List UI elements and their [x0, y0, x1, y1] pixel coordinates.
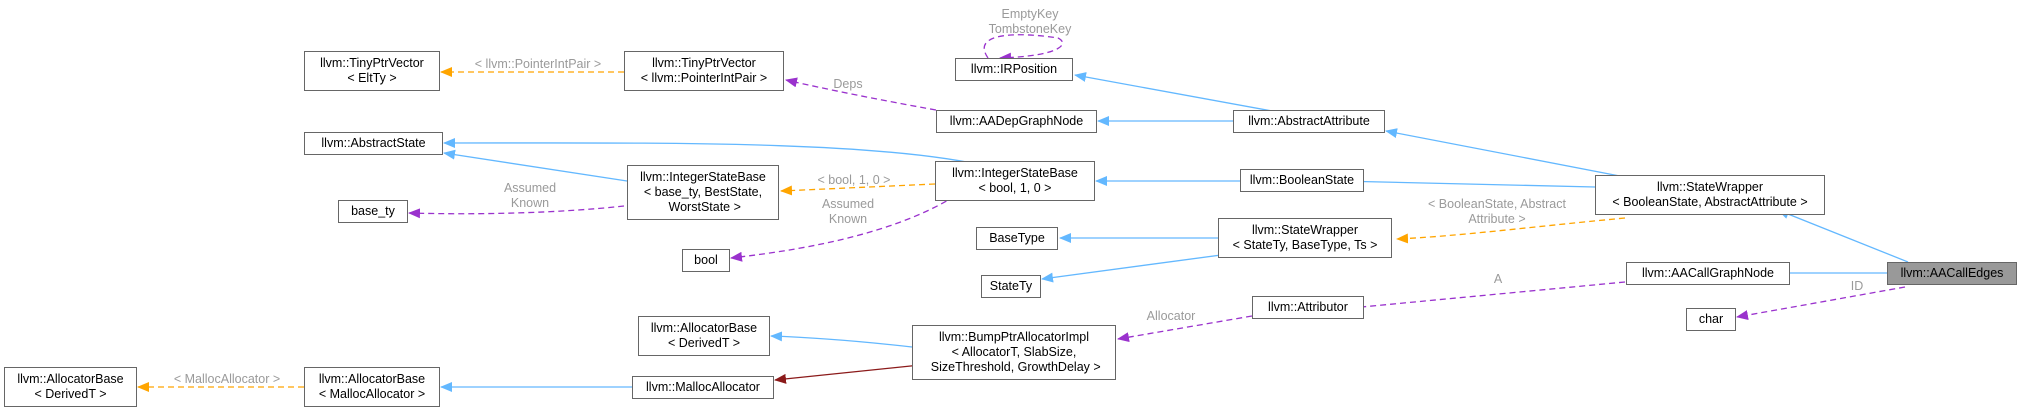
node-basetype[interactable]: BaseType [976, 227, 1058, 250]
node-bool[interactable]: bool [682, 249, 730, 272]
node-aacalledges[interactable]: llvm::AACallEdges [1887, 262, 2017, 285]
node-statety[interactable]: StateTy [981, 275, 1041, 298]
node-mallocallocator[interactable]: llvm::MallocAllocator [632, 376, 774, 399]
edge-abstractattribute-to-irposition [1074, 72, 1273, 112]
edge-label-id: ID [1850, 279, 1864, 293]
node-char[interactable]: char [1686, 308, 1736, 331]
edge-label-assumed-known-right: Assumed Known [821, 197, 875, 226]
node-allocatorbase-mallocallocator[interactable]: llvm::AllocatorBase < MallocAllocator > [304, 367, 440, 407]
edge-statewrapper-bool-to-statewrapper-generic [1396, 217, 1626, 244]
node-aadepgraphnode[interactable]: llvm::AADepGraphNode [936, 110, 1097, 133]
node-integerstatebase-generic[interactable]: llvm::IntegerStateBase < base_ty, BestSt… [627, 165, 779, 220]
node-irposition[interactable]: llvm::IRPosition [955, 58, 1073, 81]
edge-aadepgraphnode-to-tinyptrvector-pip [785, 77, 937, 111]
node-tinyptrvector-eltty[interactable]: llvm::TinyPtrVector < EltTy > [304, 51, 440, 91]
edge-statewrapper-bool-to-abstractattribute [1385, 128, 1631, 179]
edge-label-deps: Deps [833, 77, 863, 91]
node-allocatorbase-derivedt-mid[interactable]: llvm::AllocatorBase < DerivedT > [638, 316, 770, 356]
edge-integerstatebase-bool-to-generic [780, 183, 936, 196]
edge-aacalledges-to-statewrapper-bool [1777, 209, 1909, 263]
node-bumpptrallocatorimpl[interactable]: llvm::BumpPtrAllocatorImpl < AllocatorT,… [912, 325, 1116, 380]
edge-label-assumed-known-left: Assumed Known [503, 181, 557, 210]
edge-integerstatebase-bool-to-abstractstate [443, 137, 991, 168]
edge-irposition-self-loop [983, 34, 1063, 63]
edge-aacallgraphnode-to-attributor [1329, 281, 1626, 314]
edge-statewrapper-bool-to-booleanstate [1338, 176, 1596, 188]
edge-bumpptr-to-allocatorbase-derived-mid [770, 331, 913, 348]
edge-integerstatebase-generic-to-base-ty [408, 205, 625, 219]
edge-label-pointerintpair: < llvm::PointerIntPair > [474, 57, 602, 71]
edge-label-bool-1-0: < bool, 1, 0 > [817, 173, 891, 187]
edge-integerstatebase-generic-to-abstractstate [443, 149, 628, 182]
node-abstractattribute[interactable]: llvm::AbstractAttribute [1233, 110, 1385, 133]
node-booleanstate[interactable]: llvm::BooleanState [1240, 169, 1364, 192]
node-attributor[interactable]: llvm::Attributor [1252, 296, 1364, 319]
edge-label-emptykey-tombstonekey: EmptyKey TombstoneKey [988, 7, 1072, 36]
node-abstractstate[interactable]: llvm::AbstractState [304, 132, 443, 155]
node-tinyptrvector-pointerintpair[interactable]: llvm::TinyPtrVector < llvm::PointerIntPa… [624, 51, 784, 91]
edge-attributor-to-bumpptr [1117, 315, 1253, 343]
edge-bumpptr-to-mallocallocator [774, 363, 931, 384]
node-base-ty[interactable]: base_ty [338, 200, 408, 223]
node-allocatorbase-derivedt-left[interactable]: llvm::AllocatorBase < DerivedT > [4, 367, 137, 407]
edge-label-booleanstate-abstractattribute: < BooleanState, Abstract Attribute > [1428, 197, 1566, 226]
edge-integerstatebase-bool-to-bool [730, 195, 956, 262]
node-aacallgraphnode[interactable]: llvm::AACallGraphNode [1626, 262, 1790, 285]
edge-label-allocator: Allocator [1146, 309, 1196, 323]
node-integerstatebase-bool[interactable]: llvm::IntegerStateBase < bool, 1, 0 > [935, 161, 1095, 201]
edge-label-a: A [1493, 272, 1503, 286]
node-statewrapper-booleanstate[interactable]: llvm::StateWrapper < BooleanState, Abstr… [1595, 175, 1825, 215]
node-statewrapper-generic[interactable]: llvm::StateWrapper < StateTy, BaseType, … [1218, 218, 1392, 258]
edge-label-mallocallocator: < MallocAllocator > [173, 372, 281, 386]
edge-aacalledges-to-char [1736, 286, 1906, 320]
edge-statewrapper-generic-to-statety [1041, 252, 1237, 283]
